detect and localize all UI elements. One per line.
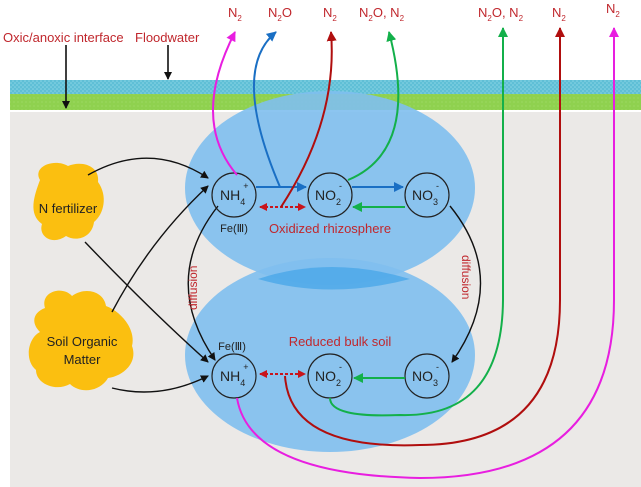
diffusion-left-label: diffusion: [186, 266, 200, 310]
floodwater-layer: [10, 80, 641, 94]
fertilizer-to-nh4-bottom-arrow: [84, 241, 209, 363]
diffusion-left-arrow: [187, 205, 219, 361]
gas-label-n2o-n2-1: N2O, N2: [359, 5, 405, 23]
n-fertilizer-blob: [33, 162, 104, 241]
nh4-bottom-label: NH4+: [220, 362, 249, 388]
no3-bottom-label: NO3-: [412, 362, 439, 388]
oxidized-rhizosphere-label: Oxidized rhizosphere: [269, 221, 391, 236]
nh4-bottom-n2-emission-arrow: [236, 27, 619, 480]
species-labels: NH4+ NO2- NO3- NH4+ NO2- NO3-: [220, 181, 439, 388]
nh4-bottom-node: [211, 353, 257, 399]
exchange-n2-emission-arrow: [280, 31, 337, 208]
no2-top-node: [307, 172, 353, 218]
nh4-top-label: NH4+: [220, 181, 249, 207]
no2-top-label: NO2-: [315, 181, 342, 207]
reduced-bulk-soil-zone: [185, 258, 475, 452]
no3-top-node: [404, 172, 450, 218]
nh4-n2-emission-arrow: [212, 31, 238, 176]
n2o-emission-arrow: [253, 31, 281, 188]
diffusion-right-arrow: [449, 205, 482, 363]
n-fertilizer-label: N fertilizer: [39, 201, 98, 216]
interface-label: Oxic/anoxic interface: [3, 30, 124, 45]
gas-label-n2-3: N2: [552, 5, 566, 23]
gas-labels: N2 N2O N2 N2O, N2 N2O, N2 N2 N2: [228, 1, 620, 23]
som-label-line1: Soil Organic: [47, 334, 118, 349]
nh4-top-node: [211, 172, 257, 218]
gas-label-n2-1: N2: [228, 5, 242, 23]
reduced-bulk-soil-label: Reduced bulk soil: [289, 334, 392, 349]
gas-label-n2-2: N2: [323, 5, 337, 23]
gas-label-n2o-n2-2: N2O, N2: [478, 5, 524, 23]
fe-iii-top-label: Fe(Ⅲ): [220, 223, 248, 235]
som-label-line2: Matter: [64, 352, 102, 367]
floodwater-label: Floodwater: [135, 30, 200, 45]
no3-bottom-node: [404, 353, 450, 399]
no2-bottom-label: NO2-: [315, 362, 342, 388]
som-to-nh4-bottom-arrow: [111, 375, 209, 393]
oxidized-rhizosphere-zone: [185, 91, 475, 285]
no2-top-n2o-n2-emission-arrow: [347, 31, 400, 181]
gas-label-n2-4: N2: [606, 1, 620, 19]
soil-organic-matter-blob: [28, 290, 134, 391]
zone-overlap: [258, 267, 410, 290]
fertilizer-to-nh4-top-arrow: [87, 157, 209, 179]
gas-label-n2o-1: N2O: [268, 5, 292, 23]
fe-iii-bottom-label: Fe(Ⅲ): [218, 341, 246, 353]
diffusion-right-label: diffusion: [459, 255, 473, 299]
som-to-nh4-top-arrow: [111, 185, 209, 313]
no2-bottom-n2o-n2-emission-arrow: [329, 27, 508, 417]
no3-top-label: NO3-: [412, 181, 439, 207]
bottom-exchange-n2-emission-arrow: [284, 27, 565, 447]
